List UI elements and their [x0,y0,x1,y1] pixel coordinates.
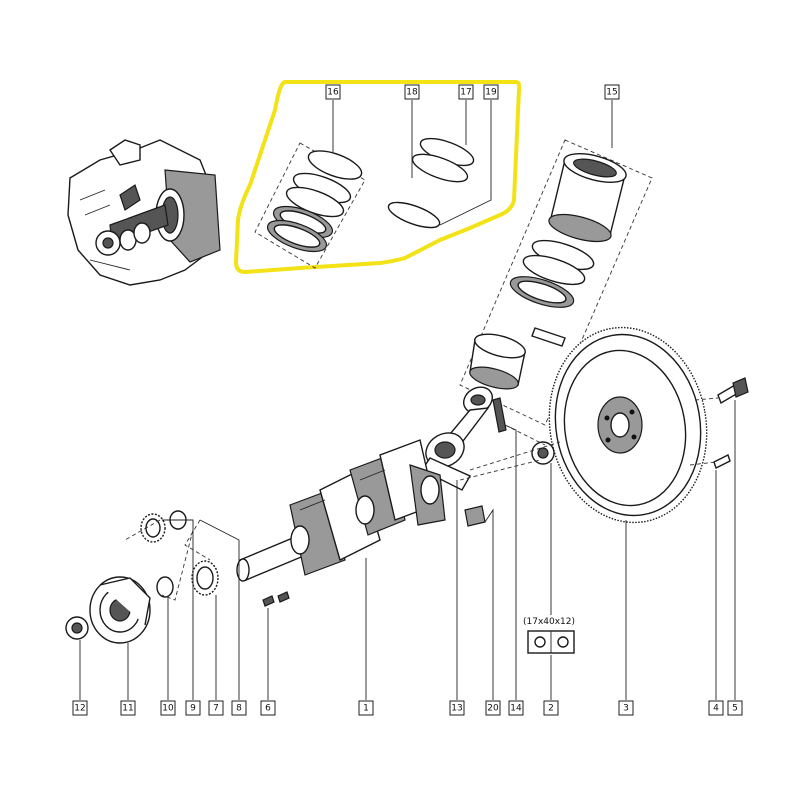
callout-box [449,700,465,716]
callout-7: 7 [208,700,224,716]
flywheel [548,326,708,524]
callout-box [404,84,420,100]
bushing-dimension-diagram: (17x40x12) [523,617,575,654]
callout-20: 20 [485,700,501,716]
pulley-nut [65,616,89,640]
connecting-rod [420,386,507,491]
callout-number: 19 [485,88,497,98]
callout-box [508,700,524,716]
callout-17: 17 [458,84,474,100]
callout-18: 18 [404,84,420,100]
callout-number: 15 [606,88,617,98]
callout-number: 13 [451,704,462,714]
callout-14: 14 [508,700,524,716]
callout-labels: 16 18 17 19 15 12 11 10 9 7 8 6 1 13 20 14 2 3 4 5 [72,84,743,716]
engine-block-thumbnail [67,139,221,286]
callout-4: 4 [708,700,724,716]
callout-number: 17 [460,88,471,98]
callout-box [120,700,136,716]
callout-12: 12 [72,700,88,716]
callout-number: 16 [327,88,339,98]
piston-ring-set-16 [254,142,366,269]
callout-box [708,700,724,716]
callout-number: 8 [236,704,242,714]
callout-number: 12 [74,704,85,714]
callout-number: 18 [406,88,418,98]
callout-box [231,700,247,716]
callout-box [458,84,474,100]
cylinder-liner-piston-kit [459,139,653,426]
callout-15: 15 [604,84,620,100]
callout-number: 6 [265,704,271,714]
callout-5: 5 [727,700,743,716]
callout-box [185,700,201,716]
crank-pulley [89,576,151,644]
callout-19: 19 [483,84,499,100]
bearing-shell-20 [464,505,486,527]
pilot-bearing [531,441,555,465]
bushing-dimension-label: (17x40x12) [523,617,575,627]
callout-1: 1 [358,700,374,716]
leader-lines [79,100,736,700]
callout-box [160,700,176,716]
callout-number: 11 [122,704,133,714]
callout-number: 2 [548,704,554,714]
callout-9: 9 [185,700,201,716]
callout-box [543,700,559,716]
callout-box [325,84,341,100]
callout-number: 5 [732,704,738,714]
callout-number: 14 [510,704,522,714]
timing-gear-upper [140,510,187,543]
callout-number: 10 [162,704,174,714]
callout-13: 13 [449,700,465,716]
woodruff-keys [262,591,290,607]
callout-box [358,700,374,716]
callout-number: 3 [623,704,629,714]
callout-box [72,700,88,716]
callout-number: 20 [487,704,499,714]
callout-2: 2 [543,700,559,716]
callout-box [485,700,501,716]
highlight-outline [234,80,522,274]
callout-number: 1 [363,704,369,714]
flywheel-bolt [717,377,749,405]
callout-3: 3 [618,700,634,716]
callout-10: 10 [160,700,176,716]
callout-number: 7 [213,704,219,714]
callout-number: 4 [713,704,719,714]
callout-8: 8 [231,700,247,716]
dowel-pin [713,454,731,469]
callout-box [260,700,276,716]
callout-box [604,84,620,100]
callout-box [483,84,499,100]
callout-16: 16 [325,84,341,100]
callout-box [727,700,743,716]
piston-ring-set-17-19 [387,137,475,229]
callout-number: 9 [190,704,196,714]
timing-gear-lower [156,560,219,598]
crankshaft [236,439,446,582]
callout-box [208,700,224,716]
callout-11: 11 [120,700,136,716]
callout-box [618,700,634,716]
callout-6: 6 [260,700,276,716]
